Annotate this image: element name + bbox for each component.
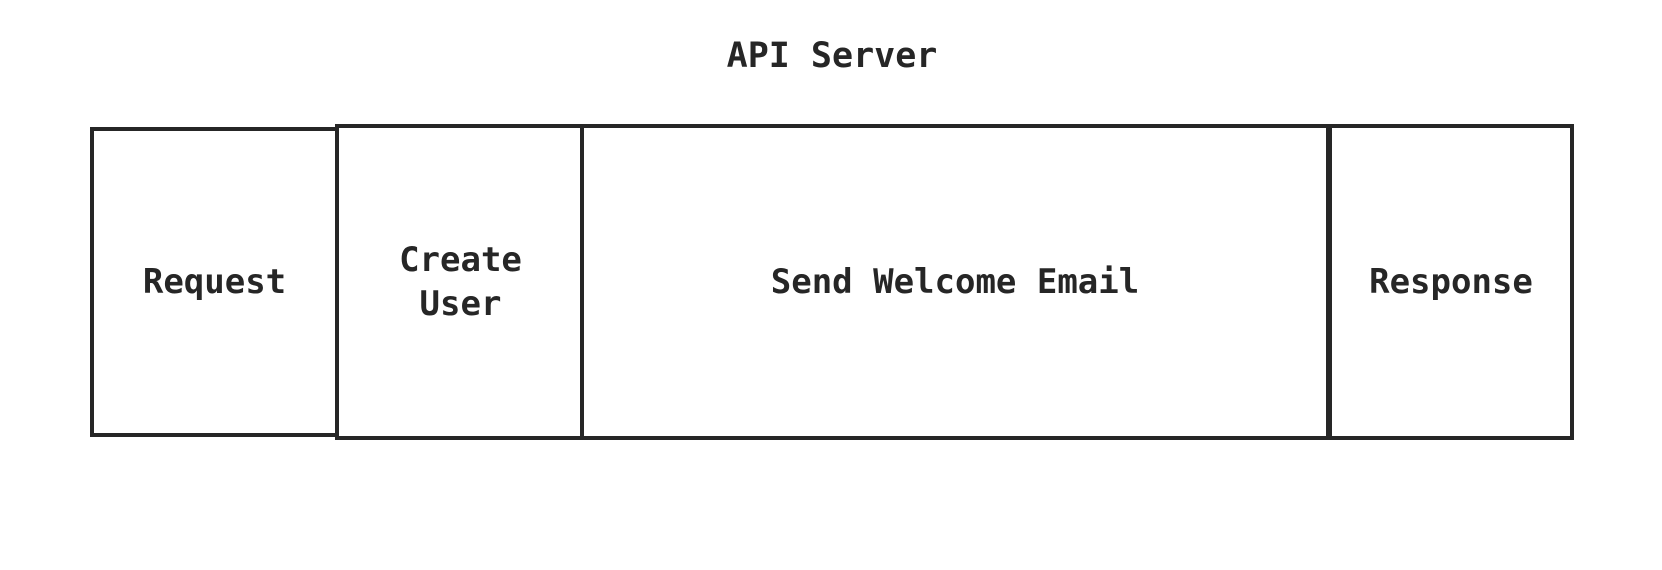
diagram-title: API Server xyxy=(726,36,938,76)
span-label: Response xyxy=(1369,262,1533,302)
span-send-welcome-email: Send Welcome Email xyxy=(580,124,1330,440)
span-response: Response xyxy=(1328,124,1574,440)
span-label: Request xyxy=(142,262,287,302)
span-label: Send Welcome Email xyxy=(770,262,1140,302)
span-create-user: Create User xyxy=(335,124,586,440)
span-label: Create User xyxy=(399,240,522,324)
span-request: Request xyxy=(90,127,339,437)
